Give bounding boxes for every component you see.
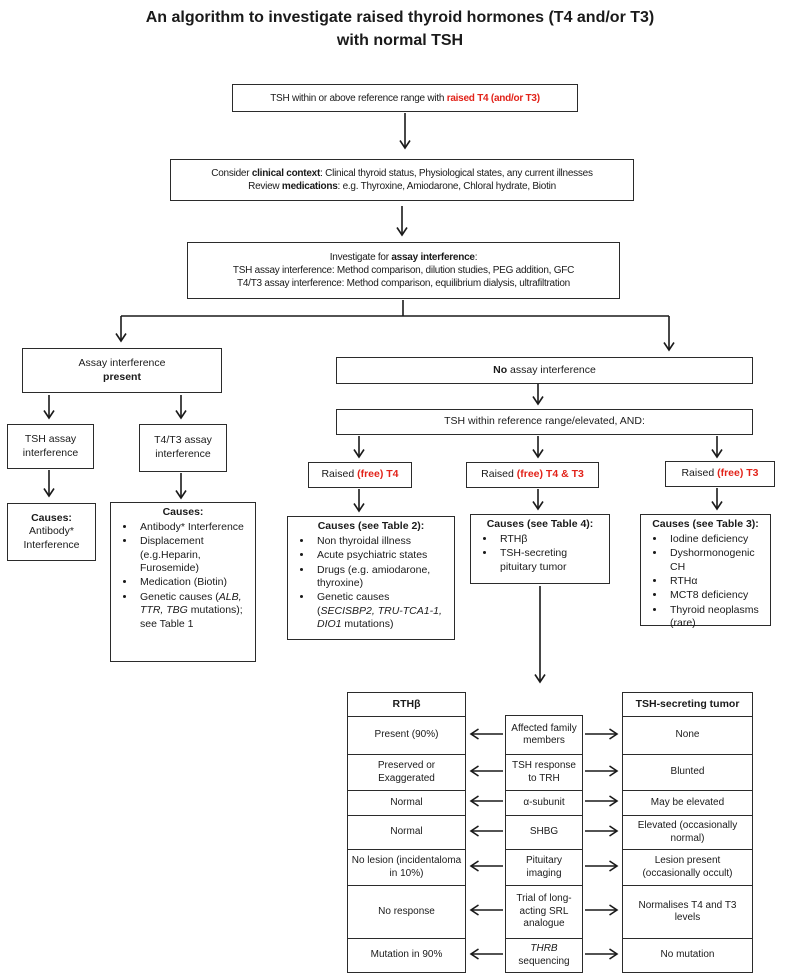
list-item: Genetic causes (ALB, TTR, TBG mutations)… [136, 591, 251, 631]
table-header-rthb: RTHβ [392, 697, 421, 710]
list-item: Acute psychiatric states [313, 549, 450, 562]
table-cell: Elevated (occasionally normal) [623, 815, 752, 849]
causes-table3-list: Iodine deficiency Dyshormonogenic CH RTH… [645, 533, 766, 632]
table-cell: Trial of long-acting SRL analogue [506, 885, 582, 938]
list-item: Thyroid neoplasms (rare) [666, 604, 766, 631]
table-cell: Normalises T4 and T3 levels [623, 885, 752, 938]
page-title-line1: An algorithm to investigate raised thyro… [145, 9, 655, 26]
table-cell: Lesion present (occasionally occult) [623, 849, 752, 885]
box-causes-t4t3-assay: Causes: Antibody* Interference Displacem… [110, 502, 256, 662]
start-highlight: raised T4 (and/or T3) [446, 92, 540, 104]
box-causes-table2: Causes (see Table 2): Non thyroidal illn… [287, 516, 455, 640]
start-text: TSH within or above reference range with [270, 92, 447, 104]
table-cell: TSH response to TRH [506, 754, 582, 790]
list-item: RTHβ [496, 533, 605, 546]
box-raised-t4-t3: Raised (free) T4 & T3 [466, 462, 599, 488]
table-header-tsh-tumor: TSH-secreting tumor [635, 697, 740, 710]
list-item: Non thyroidal illness [313, 535, 450, 548]
table-cell: Normal [348, 815, 465, 849]
table-cell: No lesion (incidentaloma in 10%) [348, 849, 465, 885]
causes-table4-list: RTHβ TSH-secreting pituitary tumor [475, 533, 605, 575]
list-item: TSH-secreting pituitary tumor [496, 547, 605, 574]
box-causes-tsh-assay: Causes: Antibody* Interference [7, 503, 96, 561]
table-cell: Pituitary imaging [506, 849, 582, 885]
table-cell: THRB sequencing [506, 938, 582, 972]
table-cell: SHBG [506, 815, 582, 849]
list-item: Drugs (e.g. amiodarone, thyroxine) [313, 564, 450, 591]
table-cell: No mutation [623, 938, 752, 972]
list-item: MCT8 deficiency [666, 589, 766, 602]
list-item: RTHα [666, 575, 766, 588]
table-cell: None [623, 716, 752, 754]
box-tsh-within-range: TSH within reference range/elevated, AND… [336, 409, 753, 435]
page-title: An algorithm to investigate raised thyro… [0, 6, 800, 52]
box-interference-present: Assay interference present [22, 348, 222, 393]
box-causes-table4: Causes (see Table 4): RTHβ TSH-secreting… [470, 514, 610, 584]
box-raised-t3: Raised (free) T3 [665, 461, 775, 487]
box-t4t3-assay-interference: T4/T3 assay interference [139, 424, 227, 472]
table-cell: Blunted [623, 754, 752, 790]
causes-table2-list: Non thyroidal illness Acute psychiatric … [292, 535, 450, 633]
table-column-rthb: RTHβ Present (90%) Preserved or Exaggera… [347, 692, 466, 973]
table-cell: Normal [348, 790, 465, 815]
box-assay-interference-workup: Investigate for assay interference: TSH … [187, 242, 620, 299]
table-column-tsh-tumor: TSH-secreting tumor None Blunted May be … [622, 692, 753, 973]
box-clinical-context: Consider clinical context: Clinical thyr… [170, 159, 634, 201]
table-cell: No response [348, 885, 465, 938]
list-item: Medication (Biotin) [136, 576, 251, 589]
table-cell: Present (90%) [348, 716, 465, 754]
box-no-assay-interference: No assay interference [336, 357, 753, 384]
table-column-criteria: Affected family members TSH response to … [505, 715, 583, 973]
list-item: Antibody* Interference [136, 521, 251, 534]
list-item: Iodine deficiency [666, 533, 766, 546]
box-start: TSH within or above reference range with… [232, 84, 578, 112]
table-cell: May be elevated [623, 790, 752, 815]
box-tsh-assay-interference: TSH assay interference [7, 424, 94, 469]
list-item: Displacement (e.g.Heparin, Furosemide) [136, 535, 251, 575]
table-cell: α-subunit [506, 790, 582, 815]
list-item: Dyshormonogenic CH [666, 547, 766, 574]
list-item: Genetic causes (SECISBP2, TRU-TCA1-1, DI… [313, 591, 450, 631]
causes-t4t3-list: Antibody* Interference Displacement (e.g… [115, 521, 251, 633]
table-cell: Mutation in 90% [348, 938, 465, 972]
page-title-line2: with normal TSH [336, 32, 464, 50]
table-cell: Affected family members [511, 722, 577, 747]
table-cell: Preserved or Exaggerated [348, 754, 465, 790]
box-causes-table3: Causes (see Table 3): Iodine deficiency … [640, 514, 771, 629]
box-raised-t4: Raised (free) T4 [308, 462, 412, 488]
